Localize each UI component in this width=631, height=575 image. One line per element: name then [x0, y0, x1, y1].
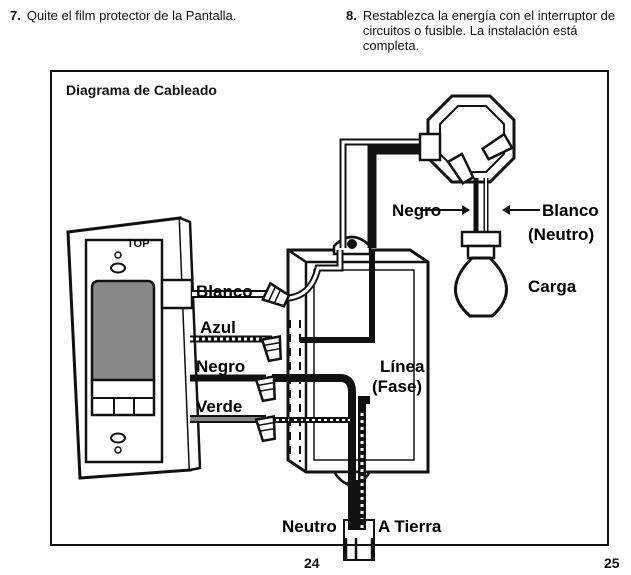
top-label: TOP — [127, 238, 149, 250]
step-8: 8. Restablezca la energía con el interru… — [346, 8, 616, 53]
label-linea: Línea — [380, 357, 425, 376]
label-tierra: A Tierra — [378, 517, 442, 536]
label-neutro: Neutro — [282, 517, 337, 536]
label-blanco-load: Blanco — [542, 201, 599, 220]
step-text: Restablezca la energía con el interrupto… — [362, 8, 616, 53]
step-number: 8. — [346, 8, 357, 23]
step-number: 7. — [10, 8, 21, 23]
dimmer-switch — [66, 216, 202, 480]
label-verde: Verde — [196, 397, 242, 416]
page-number-right: 25 — [604, 555, 620, 571]
label-carga: Carga — [528, 277, 577, 296]
page-number-left: 24 — [304, 555, 320, 571]
label-neutro-load: (Neutro) — [528, 225, 594, 244]
junction-box — [286, 235, 430, 489]
label-azul: Azul — [200, 318, 236, 337]
light-fixture — [418, 94, 540, 318]
step-text: Quite el film protector de la Pantalla. — [26, 8, 237, 23]
label-negro: Negro — [196, 357, 245, 376]
wire-nuts — [254, 281, 291, 443]
wiring-diagram-frame: Diagrama de Cableado — [50, 70, 609, 546]
label-fase: (Fase) — [372, 377, 422, 396]
label-negro-load: Negro — [392, 201, 441, 220]
step-7: 7. Quite el film protector de la Pantall… — [10, 8, 270, 23]
label-blanco: Blanco — [196, 282, 253, 301]
switch-leads — [190, 290, 272, 423]
diagram-labels: TOP Blanco Azul Negro Verde Línea (Fase)… — [127, 201, 599, 536]
diagram-title: Diagrama de Cableado — [66, 82, 217, 98]
